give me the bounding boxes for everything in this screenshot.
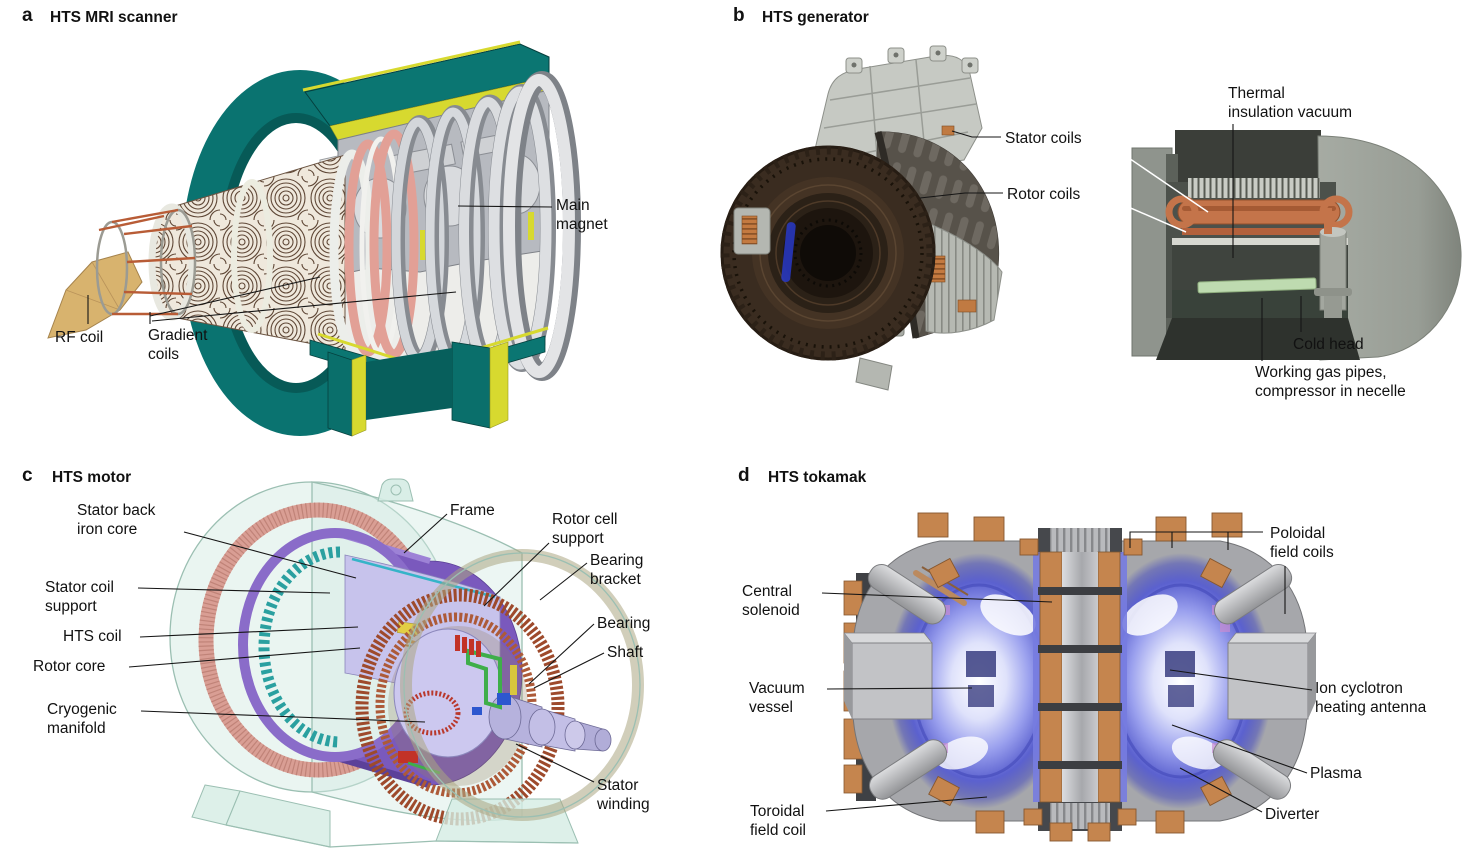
label-toroidal-field-coil: Toroidal field coil: [750, 803, 806, 839]
motor-rotor-cell-parts: [398, 635, 517, 775]
label-shaft: Shaft: [607, 644, 644, 661]
label-rotor-coils: Rotor coils: [1007, 186, 1081, 203]
tokamak-central-solenoid: [1033, 528, 1127, 831]
label-thermal-insulation: Thermal insulation vacuum: [1228, 85, 1353, 121]
generator-rotor-coil-green: [1197, 277, 1317, 294]
label-bearing-bracket: Bearing bracket: [590, 552, 644, 588]
mri-stand: [309, 326, 549, 437]
label-working-gas-pipes: Working gas pipes, compressor in necelle: [1255, 364, 1406, 400]
generator-front-flange: [720, 145, 936, 391]
label-frame: Frame: [450, 502, 495, 519]
generator-stator-frame-top: [811, 45, 983, 173]
label-hts-coil: HTS coil: [63, 628, 122, 645]
label-vacuum-vessel: Vacuum vessel: [749, 680, 805, 716]
panel-c-letter: c: [22, 465, 33, 486]
panel-b-letter: b: [733, 5, 745, 26]
mri-scanner-illustration: [47, 40, 581, 437]
label-main-magnet: Main magnet: [556, 197, 608, 233]
label-cryogenic-manifold: Cryogenic manifold: [47, 701, 117, 737]
label-diverter: Diverter: [1265, 806, 1320, 823]
hts-tokamak-illustration: [843, 512, 1317, 842]
label-plasma: Plasma: [1310, 765, 1362, 782]
mri-top-rail: [302, 40, 550, 141]
panel-a-title: HTS MRI scanner: [50, 9, 178, 26]
label-gradient-coils: Gradient coils: [148, 327, 208, 363]
mri-gradient-coil-tube: [148, 154, 346, 351]
label-cold-head: Cold head: [1293, 336, 1364, 353]
panel-b-title: HTS generator: [762, 9, 869, 26]
panel-d-title: HTS tokamak: [768, 469, 867, 486]
motor-hts-coil-slots-teal: [258, 546, 341, 748]
generator-cutaway-nacelle: [1131, 130, 1462, 361]
panel-d-letter: d: [738, 465, 750, 486]
label-stator-winding: Stator winding: [597, 777, 650, 813]
panel-a-letter: a: [22, 5, 33, 26]
ion-cyclotron-port-right: [1227, 632, 1317, 720]
label-bearing: Bearing: [597, 615, 651, 632]
hts-generator-illustration: [720, 45, 1462, 391]
cold-head-cylinder: [1314, 208, 1352, 322]
label-rf-coil: RF coil: [55, 329, 104, 346]
panel-c-title: HTS motor: [52, 469, 132, 486]
label-rotor-core: Rotor core: [33, 658, 106, 675]
label-stator-back-iron: Stator back iron core: [77, 502, 156, 538]
label-ion-cyclotron: Ion cyclotron heating antenna: [1315, 680, 1427, 716]
label-poloidal-field-coils: Poloidal field coils: [1270, 525, 1334, 561]
port-box-left: [843, 632, 933, 720]
label-stator-coil-support: Stator coil support: [45, 579, 114, 615]
motor-rotor-core-and-shaft: [393, 628, 612, 758]
label-central-solenoid: Central solenoid: [742, 583, 800, 619]
label-stator-coils: Stator coils: [1005, 130, 1082, 147]
label-rotor-cell-support: Rotor cell support: [552, 511, 618, 547]
